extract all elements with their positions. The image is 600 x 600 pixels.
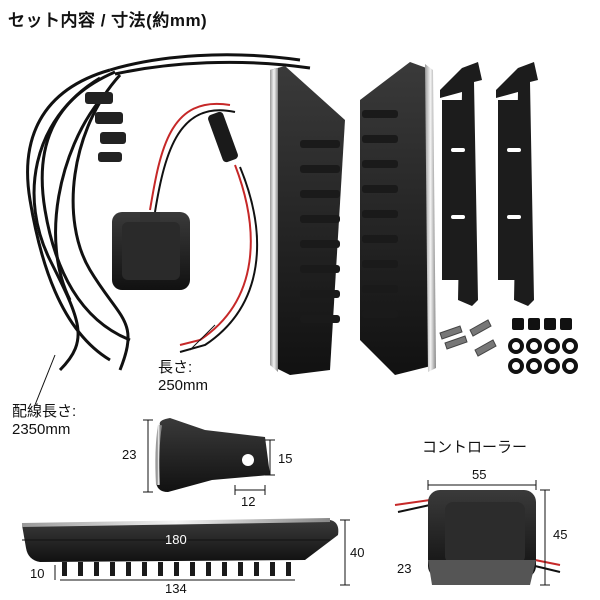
lamp-base-length-dimension: 134 bbox=[165, 581, 187, 596]
led-daytime-lamp-right bbox=[360, 62, 436, 375]
controller-width-dimension: 55 bbox=[472, 467, 487, 482]
wire-length-label-line2: 250mm bbox=[158, 377, 209, 394]
connector-plugs bbox=[85, 92, 238, 163]
lamp-side-view bbox=[21, 518, 350, 586]
bracket-detail-view bbox=[143, 418, 275, 495]
page-title: セット内容 / 寸法(約mm) bbox=[8, 11, 208, 30]
mounting-brackets bbox=[440, 62, 538, 306]
controller-height-dimension: 45 bbox=[553, 527, 568, 542]
bracket-right-dimension: 15 bbox=[278, 451, 293, 466]
led-daytime-lamp-left bbox=[270, 66, 345, 375]
lamp-length-dimension: 180 bbox=[165, 532, 187, 547]
lamp-height-dimension: 40 bbox=[350, 545, 365, 560]
wire-length-label-line1: 長さ: bbox=[158, 359, 193, 376]
lamp-fin-height-dimension: 10 bbox=[30, 566, 45, 581]
controller-module bbox=[112, 212, 190, 290]
controller-detail-view bbox=[394, 480, 561, 586]
controller-label: コントローラー bbox=[422, 439, 528, 456]
callout-lines bbox=[34, 324, 216, 406]
cable-length-label-line1: 配線長さ: bbox=[12, 403, 77, 420]
bracket-width-dimension: 12 bbox=[241, 494, 256, 509]
cable-length-label-line2: 2350mm bbox=[12, 421, 71, 438]
cable-bundle bbox=[26, 53, 311, 372]
power-wire bbox=[149, 102, 259, 353]
controller-depth-dimension: 23 bbox=[397, 561, 412, 576]
bracket-height-dimension: 23 bbox=[122, 447, 137, 462]
hardware-screws-nuts bbox=[439, 318, 578, 374]
